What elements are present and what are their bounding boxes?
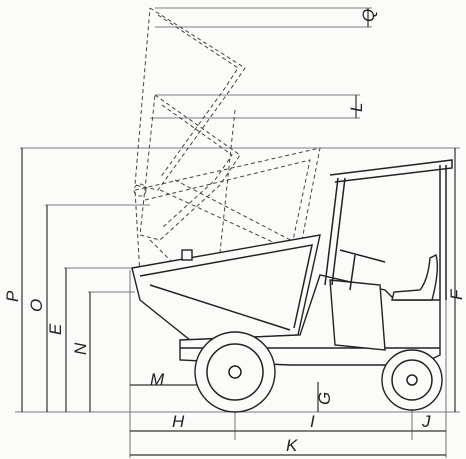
- front-hub: [228, 365, 242, 379]
- label-m: M: [150, 370, 165, 389]
- rops-front-post: [324, 177, 339, 286]
- rear-rim: [391, 359, 433, 401]
- skip-middle-inner: [161, 104, 233, 229]
- rear-hub: [406, 374, 418, 386]
- rops-canopy: [324, 159, 453, 300]
- label-q: Q: [359, 9, 378, 22]
- skip-bracket: [181, 249, 193, 261]
- skip-highest-inner: [157, 14, 239, 179]
- cab-controls: [339, 249, 439, 301]
- label-n: N: [71, 342, 90, 355]
- steering-column: [339, 249, 386, 263]
- label-l: L: [347, 103, 366, 112]
- label-g: G: [315, 392, 334, 405]
- arm-dashed-2: [174, 179, 301, 246]
- vertical-dimensions: [21, 8, 456, 412]
- canopy-roof: [329, 159, 453, 183]
- pivot-dashed: [133, 183, 147, 197]
- rear-wheel: [381, 349, 443, 411]
- operator-seat: [391, 253, 439, 301]
- label-i: I: [310, 412, 315, 431]
- label-k: K: [286, 436, 298, 455]
- steering-support: [349, 254, 356, 291]
- arm-dashed-1: [159, 189, 291, 251]
- skip-highest: [134, 7, 246, 191]
- ram-dashed: [214, 109, 236, 301]
- label-p: P: [3, 290, 22, 302]
- label-f: F: [447, 288, 466, 300]
- skip-rim: [139, 244, 313, 329]
- skip-floor: [149, 284, 291, 331]
- label-e: E: [46, 323, 65, 335]
- dimension-labels: Q L F P O E N M G H I J K: [3, 9, 466, 455]
- front-rim: [206, 343, 264, 401]
- skip-middle: [139, 94, 241, 241]
- label-j: J: [421, 412, 431, 431]
- engine-cover: [329, 279, 386, 351]
- label-o: O: [27, 299, 46, 312]
- rops-front-post-2: [331, 177, 346, 286]
- wheels: [194, 331, 443, 413]
- label-h: H: [172, 412, 185, 431]
